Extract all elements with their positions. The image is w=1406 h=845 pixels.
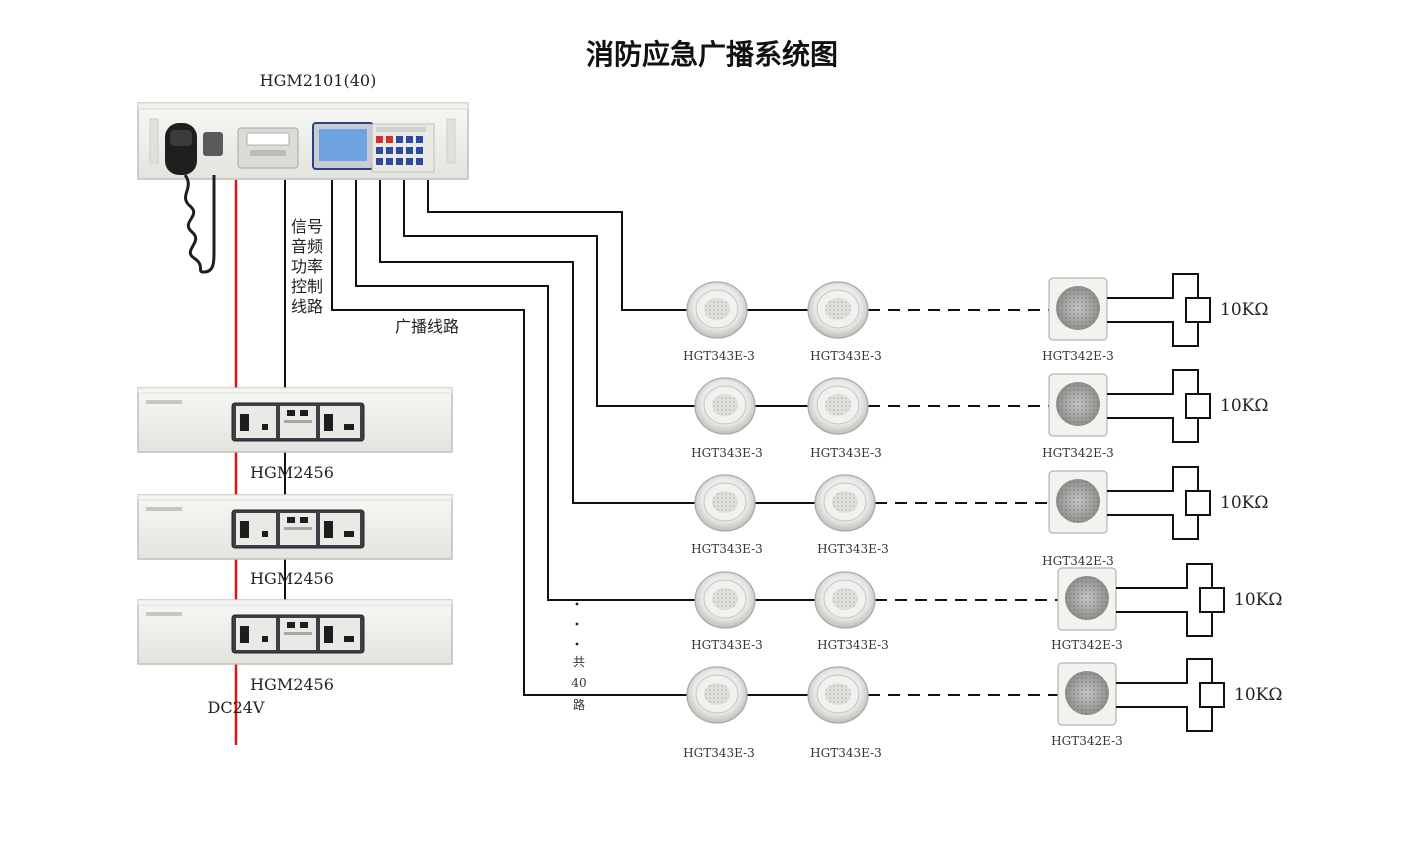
eol-resistor — [1199, 682, 1225, 708]
ceiling-speaker-icon — [807, 281, 869, 339]
broadcast-wire — [331, 180, 700, 696]
wall-speaker-icon — [1048, 277, 1108, 341]
eol-resistance-label: 10KΩ — [1220, 300, 1268, 320]
host-unit — [137, 102, 469, 274]
wall-speaker-model: HGT342E-3 — [1042, 349, 1114, 363]
eol-bracket-bottom — [1116, 611, 1213, 637]
broadcast-wire — [379, 180, 700, 504]
ceiling-speaker-icon — [686, 666, 748, 724]
ceiling-speaker-icon — [694, 571, 756, 629]
ceiling-speaker-model: HGT343E-3 — [810, 446, 882, 460]
ceiling-speaker-model: HGT343E-3 — [691, 638, 763, 652]
ceiling-speaker-model: HGT343E-3 — [810, 349, 882, 363]
wall-speaker-icon — [1048, 470, 1108, 534]
eol-resistance-label: 10KΩ — [1220, 493, 1268, 513]
diagram-title: 消防应急广播系统图 — [586, 38, 838, 71]
wall-speaker-model: HGT342E-3 — [1042, 554, 1114, 568]
amplifier-model-label: HGM2456 — [250, 675, 334, 694]
ceiling-speaker-model: HGT343E-3 — [817, 542, 889, 556]
broadcast-line-label: 广播线路 — [395, 317, 459, 336]
signal-line-label-char: 音频 — [291, 237, 323, 256]
speaker-row: HGT343E-3 HGT343E-3 HGT342E-3 10KΩ — [683, 658, 1282, 760]
ceiling-speaker-model: HGT343E-3 — [810, 746, 882, 760]
eol-bracket-bottom — [1107, 417, 1199, 443]
ceiling-speaker-model: HGT343E-3 — [691, 542, 763, 556]
wall-speaker-model: HGT342E-3 — [1051, 638, 1123, 652]
wall-speaker-icon — [1048, 373, 1108, 437]
ceiling-speaker-model: HGT343E-3 — [691, 446, 763, 460]
total-routes-char: 40 — [571, 676, 586, 690]
total-routes-label: 共 40 路 — [571, 655, 586, 712]
eol-resistor — [1185, 490, 1211, 516]
signal-line-label-char: 控制 — [291, 277, 323, 296]
ceiling-speaker-icon — [814, 571, 876, 629]
ceiling-speaker-icon — [807, 377, 869, 435]
ceiling-speaker-icon — [686, 281, 748, 339]
eol-bracket-top — [1116, 563, 1213, 589]
power-label: DC24V — [208, 698, 265, 717]
eol-bracket-top — [1107, 466, 1199, 492]
host-model-label: HGM2101(40) — [260, 71, 377, 90]
total-routes-char: 共 — [573, 655, 585, 669]
amplifier-unit — [137, 387, 453, 453]
eol-bracket-top — [1107, 369, 1199, 395]
eol-resistor — [1199, 587, 1225, 613]
amplifier-unit — [137, 599, 453, 665]
ceiling-speaker-icon — [814, 474, 876, 532]
eol-bracket-top — [1116, 658, 1213, 684]
broadcast-wire — [355, 180, 700, 601]
route-dots — [575, 602, 579, 646]
eol-bracket-bottom — [1116, 706, 1213, 732]
wall-speaker-model: HGT342E-3 — [1042, 446, 1114, 460]
wall-speaker-model: HGT342E-3 — [1051, 734, 1123, 748]
eol-bracket-bottom — [1107, 321, 1199, 347]
eol-resistance-label: 10KΩ — [1220, 396, 1268, 416]
amplifier-unit — [137, 494, 453, 560]
ceiling-speaker-icon — [694, 377, 756, 435]
eol-resistor — [1185, 393, 1211, 419]
ceiling-speaker-model: HGT343E-3 — [683, 349, 755, 363]
eol-resistance-label: 10KΩ — [1234, 590, 1282, 610]
amplifier-model-label: HGM2456 — [250, 569, 334, 588]
amplifier-model-label: HGM2456 — [250, 463, 334, 482]
ceiling-speaker-icon — [807, 666, 869, 724]
speaker-row: HGT343E-3 HGT343E-3 HGT342E-3 10KΩ — [691, 369, 1268, 460]
speaker-row: HGT343E-3 HGT343E-3 HGT342E-3 10KΩ — [683, 273, 1268, 363]
speaker-row: HGT343E-3 HGT343E-3 HGT342E-3 10KΩ — [691, 563, 1282, 652]
total-routes-char: 路 — [573, 697, 585, 712]
ceiling-speaker-model: HGT343E-3 — [683, 746, 755, 760]
wall-speaker-icon — [1057, 567, 1117, 631]
broadcast-wire — [427, 180, 700, 311]
signal-line-label-char: 信号 — [291, 217, 323, 236]
eol-resistance-label: 10KΩ — [1234, 685, 1282, 705]
ceiling-speaker-model: HGT343E-3 — [817, 638, 889, 652]
eol-resistor — [1185, 297, 1211, 323]
signal-line-label-char: 功率 — [291, 257, 323, 276]
microphone-icon — [165, 123, 223, 274]
keypad — [376, 127, 426, 165]
ceiling-speaker-icon — [694, 474, 756, 532]
wall-speaker-icon — [1057, 662, 1117, 726]
eol-bracket-top — [1107, 273, 1199, 299]
broadcast-wires — [331, 180, 700, 696]
broadcast-wire — [403, 180, 700, 407]
eol-bracket-bottom — [1107, 514, 1199, 540]
signal-line-label-char: 线路 — [291, 297, 323, 316]
